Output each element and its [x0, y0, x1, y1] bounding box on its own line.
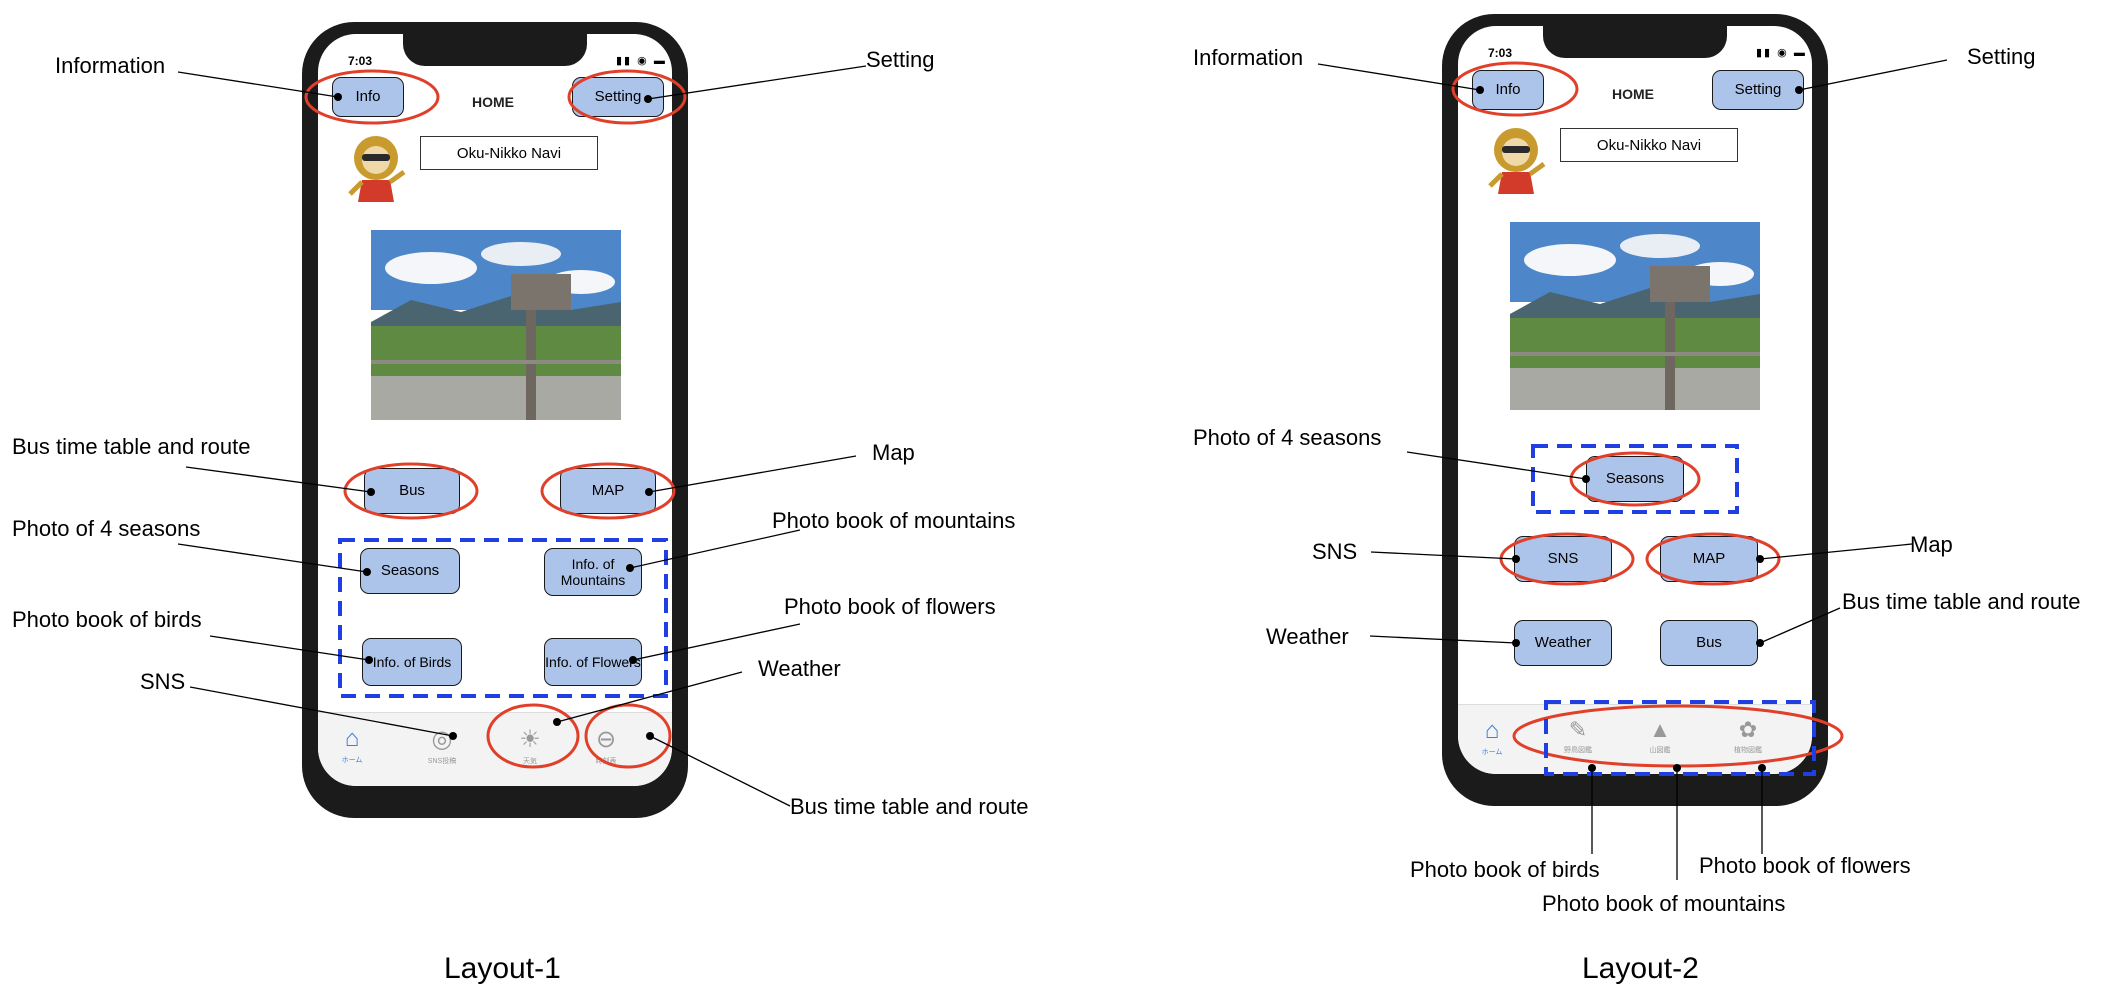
tab-mountains[interactable]: ▲ 山図鑑	[1630, 717, 1690, 755]
seasons-button[interactable]: Seasons	[360, 548, 460, 594]
annotation-weather: Weather	[1266, 624, 1349, 649]
phone-screen: 7:03 ▮▮ ◉ ▬ Info HOME Setting Oku-Nikko …	[1458, 26, 1812, 774]
map-button[interactable]: MAP	[560, 468, 656, 514]
tab-label: SNS投稿	[427, 758, 457, 765]
tab-bar: ⌂ ホーム ✎ 野鳥図鑑 ▲ 山図鑑 ✿ 植物図鑑	[1458, 704, 1812, 774]
app-name-box: Oku-Nikko Navi	[420, 136, 598, 170]
tab-label: ホーム	[341, 757, 363, 764]
annotation-flowers: Photo book of flowers	[784, 594, 996, 619]
tab-weather[interactable]: ☀ 天気	[500, 725, 560, 766]
landscape-photo	[371, 230, 621, 420]
layout-1-panel: 7:03 ▮▮ ◉ ▬ Info HOME Setting Oku-Nikko …	[0, 0, 1055, 998]
tab-label: 時刻表	[595, 758, 617, 765]
annotation-seasons: Photo of 4 seasons	[12, 516, 201, 541]
instagram-icon: ◎	[431, 726, 453, 753]
sun-icon: ☀	[519, 726, 541, 753]
annotation-information: Information	[55, 53, 166, 78]
phone-screen: 7:03 ▮▮ ◉ ▬ Info HOME Setting Oku-Nikko …	[318, 34, 672, 786]
home-title: HOME	[1612, 86, 1654, 102]
sns-button[interactable]: SNS	[1514, 536, 1612, 582]
status-icons: ▮▮ ◉ ▬	[616, 55, 667, 67]
annotation-mountains: Photo book of mountains	[772, 508, 1016, 533]
info-button[interactable]: Info	[1472, 70, 1544, 110]
status-time: 7:03	[1488, 46, 1513, 60]
tab-label: 山図鑑	[1649, 747, 1671, 754]
mascot-icon	[348, 136, 406, 202]
annotation-bus-tab: Bus time table and route	[790, 794, 1029, 819]
annotation-map: Map	[1910, 532, 1953, 557]
annotation-map: Map	[872, 440, 915, 465]
home-icon: ⌂	[344, 725, 360, 752]
phone-notch	[1543, 26, 1727, 58]
app-name-box: Oku-Nikko Navi	[1560, 128, 1738, 162]
status-time: 7:03	[348, 54, 373, 68]
flowers-info-button[interactable]: Info. of Flowers	[544, 638, 642, 686]
annotation-mountains: Photo book of mountains	[1542, 891, 1786, 916]
annotation-bus: Bus time table and route	[12, 434, 251, 459]
layout-2-panel: 7:03 ▮▮ ◉ ▬ Info HOME Setting Oku-Nikko …	[1055, 0, 2110, 998]
setting-button[interactable]: Setting	[572, 77, 664, 117]
bus-button[interactable]: Bus	[1660, 620, 1758, 666]
annotation-seasons: Photo of 4 seasons	[1193, 425, 1382, 450]
tab-label: 野鳥図鑑	[1564, 747, 1592, 754]
mountains-info-button[interactable]: Info. of Mountains	[544, 548, 642, 596]
setting-button[interactable]: Setting	[1712, 70, 1804, 110]
info-button[interactable]: Info	[332, 77, 404, 117]
phone-notch	[403, 34, 587, 66]
mountain-icon: ▲	[1649, 717, 1671, 742]
tab-bus[interactable]: ⊖ 時刻表	[576, 725, 636, 766]
tab-sns[interactable]: ◎ SNS投稿	[412, 725, 472, 766]
annotation-bus: Bus time table and route	[1842, 589, 2081, 614]
annotation-setting: Setting	[1967, 44, 2036, 69]
map-button[interactable]: MAP	[1660, 536, 1758, 582]
layout-1-caption: Layout-1	[444, 952, 561, 985]
home-icon: ⌂	[1484, 717, 1500, 744]
tab-flowers[interactable]: ✿ 植物図鑑	[1718, 717, 1778, 755]
flower-icon: ✿	[1738, 717, 1758, 742]
tab-home[interactable]: ⌂ ホーム	[1462, 717, 1522, 757]
annotation-birds: Photo book of birds	[12, 607, 202, 632]
status-icons: ▮▮ ◉ ▬	[1756, 47, 1807, 59]
landscape-photo	[1510, 222, 1760, 410]
tab-bar: ⌂ ホーム ◎ SNS投稿 ☀ 天気 ⊖ 時刻表	[318, 712, 672, 786]
weather-button[interactable]: Weather	[1514, 620, 1612, 666]
layout-2-caption: Layout-2	[1582, 952, 1699, 985]
annotation-information: Information	[1193, 45, 1304, 70]
annotation-weather: Weather	[758, 656, 841, 681]
bird-icon: ✎	[1568, 717, 1588, 742]
birds-info-button[interactable]: Info. of Birds	[362, 638, 462, 686]
bus-icon: ⊖	[595, 726, 617, 753]
tab-label: ホーム	[1481, 749, 1503, 756]
annotation-birds: Photo book of birds	[1410, 857, 1600, 882]
tab-label: 植物図鑑	[1734, 747, 1762, 754]
seasons-button[interactable]: Seasons	[1586, 456, 1684, 502]
annotation-flowers: Photo book of flowers	[1699, 853, 1911, 878]
home-title: HOME	[472, 94, 514, 110]
annotation-setting: Setting	[866, 47, 935, 72]
annotation-sns: SNS	[1312, 539, 1358, 564]
tab-birds[interactable]: ✎ 野鳥図鑑	[1548, 717, 1608, 755]
tab-home[interactable]: ⌂ ホーム	[322, 725, 382, 765]
bus-button[interactable]: Bus	[364, 468, 460, 514]
tab-label: 天気	[523, 758, 537, 765]
mascot-icon	[1488, 128, 1546, 194]
annotation-sns: SNS	[140, 669, 186, 694]
